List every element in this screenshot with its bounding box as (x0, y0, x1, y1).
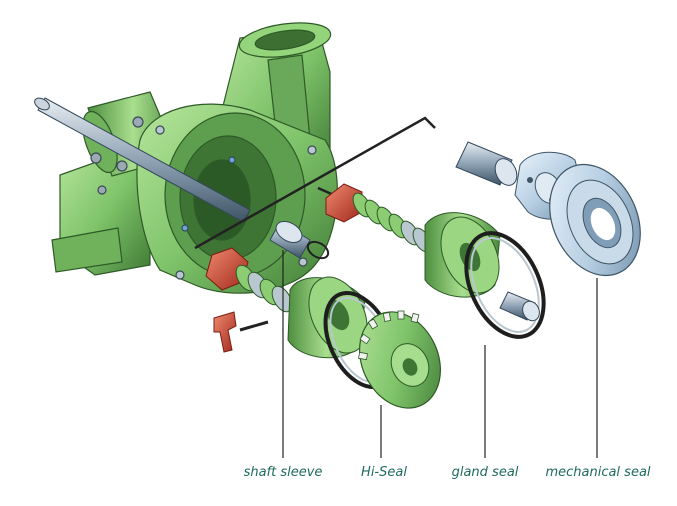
discharge-bore (254, 29, 316, 51)
hi-seal-assembly (205, 247, 442, 409)
packing-rings-upper (352, 192, 432, 253)
gland-gasket (464, 231, 546, 339)
hi-seal-teeth (358, 310, 420, 361)
sleeve-face (275, 221, 303, 243)
explode-bracket-upper (194, 116, 436, 250)
gland-gasket-inner (470, 237, 540, 333)
label-shaft-sleeve: shaft sleeve (244, 465, 323, 480)
bolt (175, 270, 185, 280)
shaft-end (34, 97, 50, 111)
frame-foot (51, 227, 123, 273)
bolt (181, 224, 189, 232)
bolt (155, 125, 165, 135)
red-bolt (213, 311, 237, 353)
bolt (116, 160, 128, 172)
red-bolt-pointer (239, 320, 269, 332)
bolt (97, 185, 107, 195)
leader-lines (282, 250, 598, 458)
bolt (90, 152, 102, 164)
mech-rotor-screw (527, 177, 533, 183)
bolt (228, 156, 236, 164)
gland-seal-assembly (194, 116, 546, 339)
bolt (298, 257, 308, 267)
mech-stator-bore-inner (590, 207, 616, 241)
label-hi-seal: Hi-Seal (361, 465, 407, 480)
mechanical-seal-assembly (455, 141, 641, 277)
packing-rings-lower (235, 264, 293, 313)
gland-sleeve-face (522, 300, 540, 322)
pump-casing (51, 22, 338, 294)
label-mechanical-seal: mechanical seal (545, 465, 650, 480)
label-gland-seal: gland seal (452, 465, 519, 480)
shaft-sleeve-part (269, 221, 330, 260)
bolt (132, 116, 144, 128)
hi-seal-ring-bore (402, 358, 418, 376)
mech-sleeve-face (494, 158, 518, 186)
bolt (307, 145, 317, 155)
sleeve-oring (306, 240, 330, 260)
